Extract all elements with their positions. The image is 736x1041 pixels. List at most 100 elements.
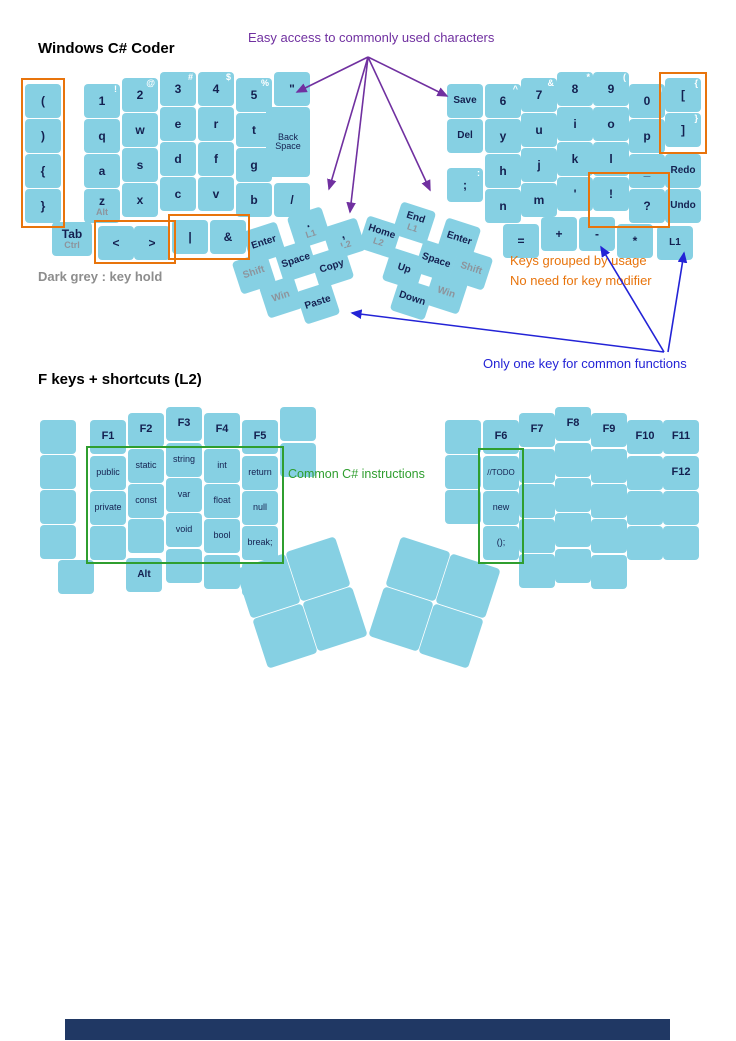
key-blank — [555, 549, 591, 583]
key-private: private — [90, 491, 126, 525]
page-title-top: Windows C# Coder — [38, 40, 175, 57]
key-return: return — [242, 456, 278, 490]
key-w: w — [122, 113, 158, 147]
note-one-key: Only one key for common functions — [483, 356, 687, 371]
key-f2: F2 — [128, 413, 164, 447]
key-save: Save — [447, 84, 483, 118]
key-b: b — [236, 183, 272, 217]
key-break: break; — [242, 526, 278, 560]
highlight-box-pipe-ampersand — [168, 214, 250, 260]
key-blank — [40, 455, 76, 489]
key-a: a — [84, 154, 120, 188]
key-s: s — [122, 148, 158, 182]
key-question: ? — [629, 189, 665, 223]
highlight-box-csharp-snippets — [478, 448, 524, 564]
key-blank — [519, 449, 555, 483]
highlight-box-angle-brackets — [94, 220, 176, 264]
key-null: null — [242, 491, 278, 525]
key-1: 1! — [84, 84, 120, 118]
key-f3: F3 — [166, 407, 202, 441]
key-5: 5% — [236, 78, 272, 112]
key-bool: bool — [204, 519, 240, 553]
key-del: Del — [447, 119, 483, 153]
key-var: var — [166, 478, 202, 512]
key-blank — [280, 443, 316, 477]
page-title-bottom: F keys + shortcuts (L2) — [38, 371, 202, 388]
key-blank — [280, 407, 316, 441]
key-f12: F12 — [663, 456, 699, 490]
key-paren-open: ( — [25, 84, 61, 118]
key-blank — [519, 484, 555, 518]
key-public: public — [90, 456, 126, 490]
key-blank — [591, 519, 627, 553]
key-minus: - — [579, 217, 615, 251]
key-brace-open: { — [25, 154, 61, 188]
key-semicolon: ;: — [447, 168, 483, 202]
key-3: 3# — [160, 72, 196, 106]
key-blank — [128, 519, 164, 553]
key-4: 4$ — [198, 72, 234, 106]
key-blank — [627, 526, 663, 560]
key-o: o — [593, 107, 629, 141]
key-i: i — [557, 107, 593, 141]
key-double-quote: " — [274, 72, 310, 106]
key-less-than: < — [98, 226, 134, 260]
key-9: 9( — [593, 72, 629, 106]
key-7: 7& — [521, 78, 557, 112]
key-m: m — [521, 183, 557, 217]
key-exclamation: ! — [593, 177, 629, 211]
key-u: u — [521, 113, 557, 147]
key-f8: F8 — [555, 407, 591, 441]
key-blank — [591, 449, 627, 483]
key-f5: F5 — [242, 420, 278, 454]
highlight-box-square-brackets — [659, 72, 707, 154]
key-f11: F11 — [663, 420, 699, 454]
key-f7: F7 — [519, 413, 555, 447]
key-bracket-open: [{ — [665, 78, 701, 112]
key-blank — [519, 554, 555, 588]
key-equals: = — [503, 224, 539, 258]
key-blank — [40, 420, 76, 454]
purple-arrows — [295, 56, 449, 214]
key-8: 8* — [557, 72, 593, 106]
key-blank — [555, 443, 591, 477]
key-redo: Redo — [665, 154, 701, 188]
key-y: y — [485, 119, 521, 153]
key-paren-close: ) — [25, 119, 61, 153]
key-blank — [627, 456, 663, 490]
key-apostrophe: ' — [557, 177, 593, 211]
key-blank — [445, 420, 481, 454]
key-f4: F4 — [204, 413, 240, 447]
key-string: string — [166, 443, 202, 477]
key-bracket-close: ]} — [665, 113, 701, 147]
key-underscore: _ — [629, 154, 665, 188]
highlight-box-csharp-keywords — [86, 446, 284, 564]
key-void: void — [166, 513, 202, 547]
highlight-box-exclamation-question — [588, 172, 670, 228]
key-static: static — [128, 449, 164, 483]
key-paste: Paste — [295, 281, 341, 325]
key-blank — [591, 484, 627, 518]
key-blank — [663, 491, 699, 525]
key-l: l — [593, 142, 629, 176]
note-grouped-usage-2: No need for key modifier — [510, 273, 652, 288]
key-r: r — [198, 107, 234, 141]
key-int: int — [204, 449, 240, 483]
key-blank — [40, 525, 76, 559]
key-blank — [663, 526, 699, 560]
key-k: k — [557, 142, 593, 176]
key-blank — [445, 490, 481, 524]
key-6: 6^ — [485, 84, 521, 118]
key-f1: F1 — [90, 420, 126, 454]
note-common-cs: Common C# instructions — [288, 467, 425, 481]
key-blank — [555, 513, 591, 547]
footer-bar — [65, 1019, 670, 1040]
key-n: n — [485, 189, 521, 223]
key-float: float — [204, 484, 240, 518]
key-blank — [555, 478, 591, 512]
key-f: f — [198, 142, 234, 176]
key-pipe: | — [172, 220, 208, 254]
key-blank — [627, 491, 663, 525]
key-blank — [591, 555, 627, 589]
